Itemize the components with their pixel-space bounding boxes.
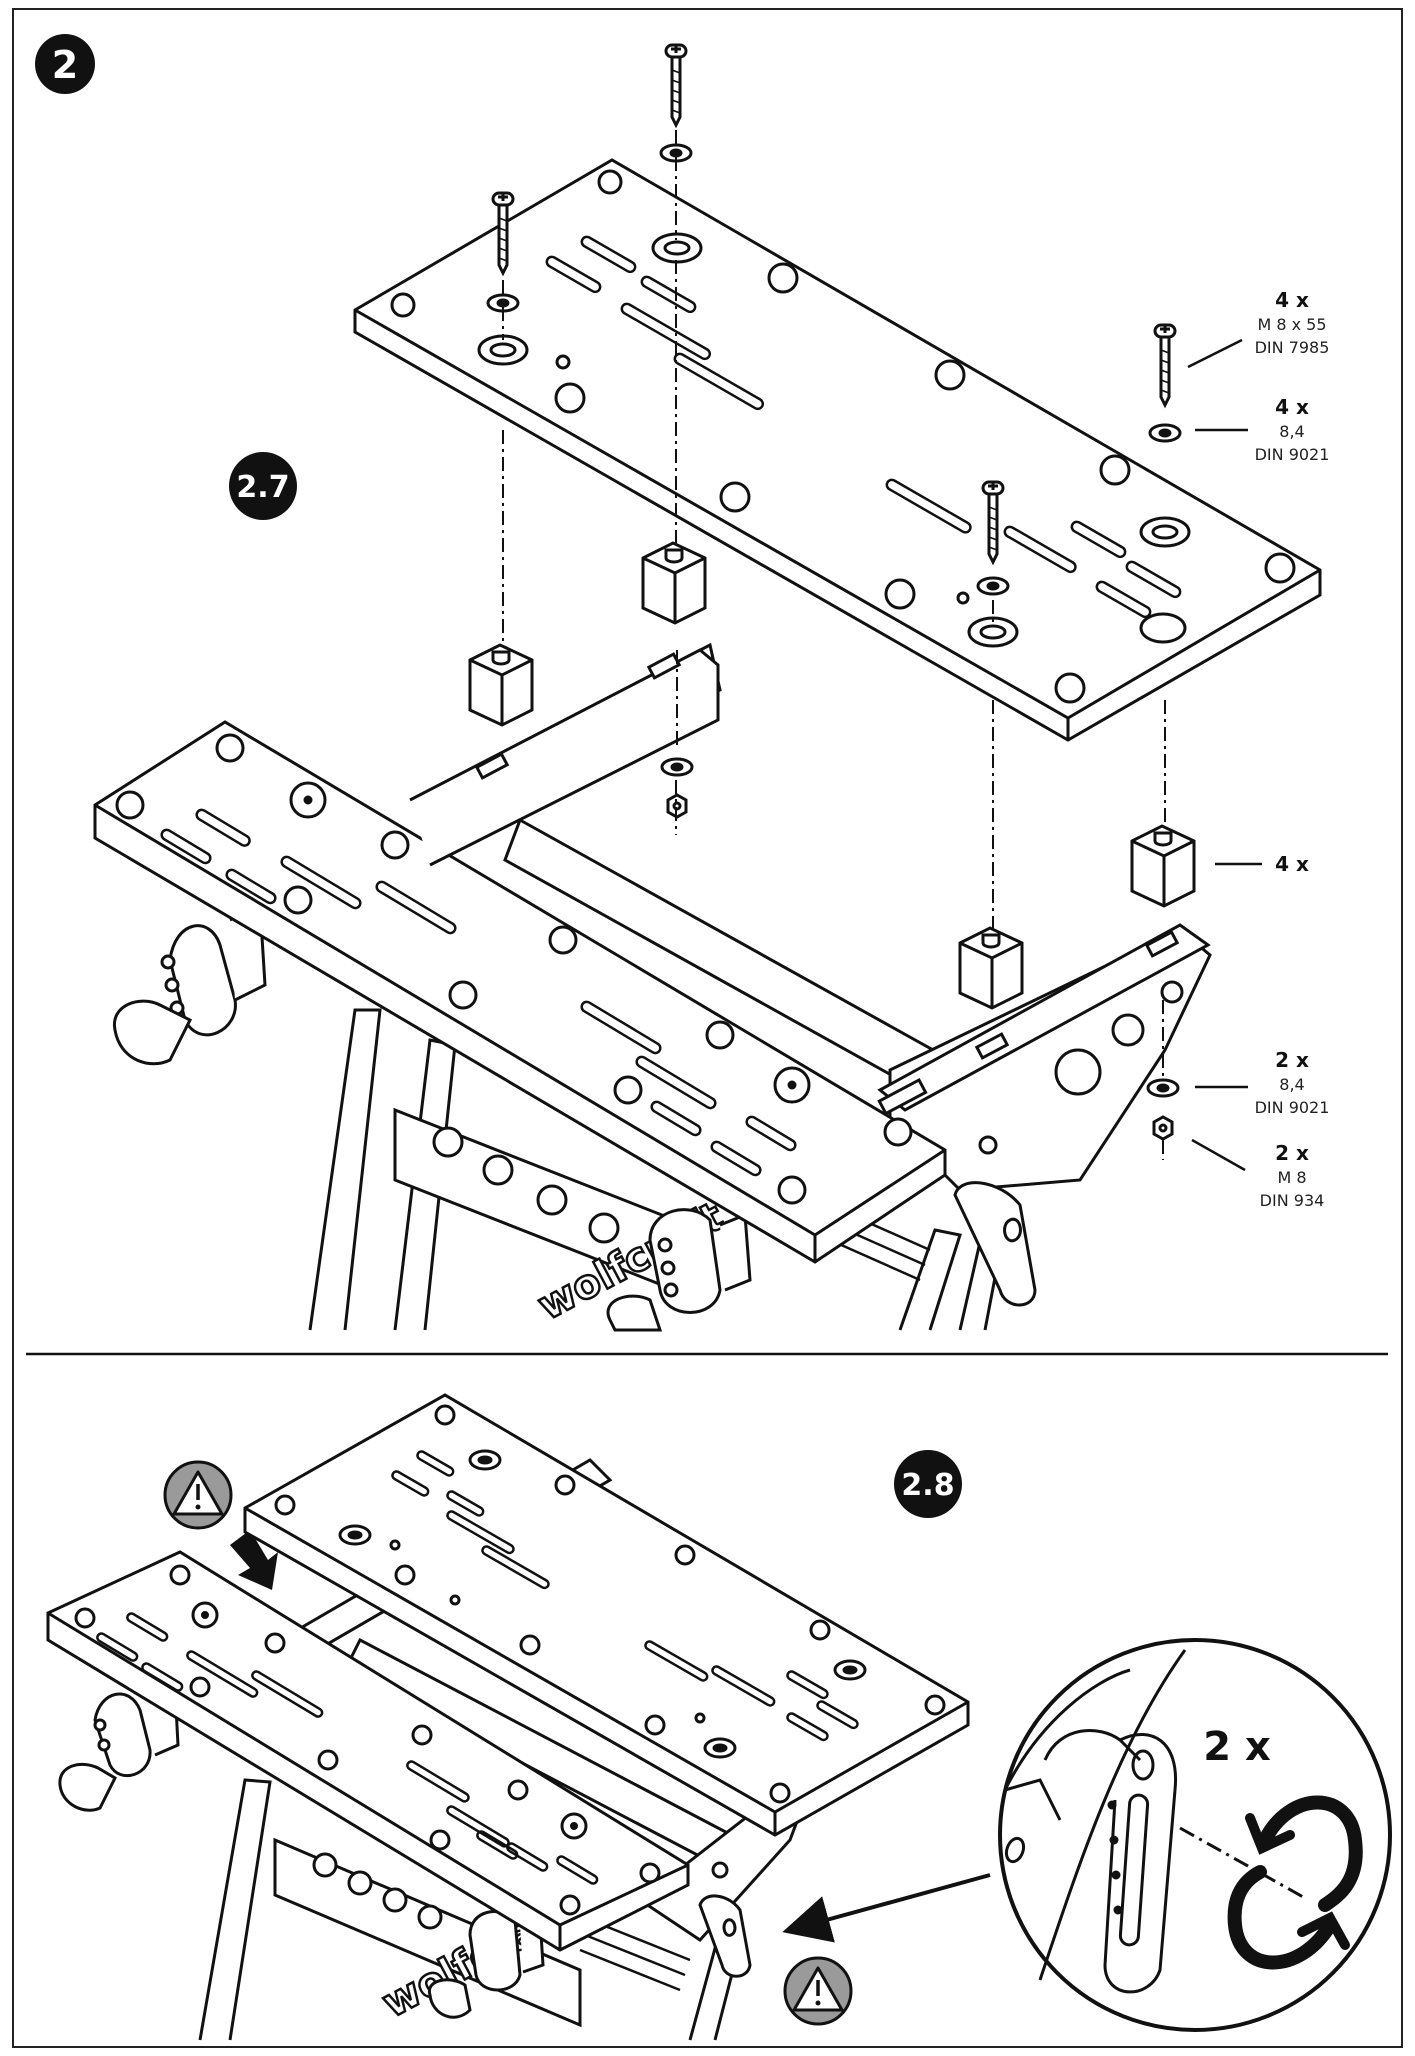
lever-clamp-right <box>698 1894 752 1978</box>
svg-text:2 x: 2 x <box>1275 1141 1309 1165</box>
push-arrow-icon <box>230 1530 278 1590</box>
part-callout-nut: 2 x M 8 DIN 934 <box>1260 1141 1325 1210</box>
svg-text:DIN 7985: DIN 7985 <box>1255 338 1330 357</box>
callout-leaders <box>1187 338 1262 1172</box>
part-callout-spacer: 4 x <box>1275 852 1309 876</box>
top-board <box>353 158 1322 742</box>
svg-text:4 x: 4 x <box>1275 852 1309 876</box>
lever-clamp-left <box>113 902 267 1066</box>
detail-count: 2 x <box>1203 1724 1271 1770</box>
substep-badge-2-7: 2.7 <box>229 452 297 520</box>
warning-triangle-icon <box>783 1956 853 2026</box>
nut <box>666 793 1174 1141</box>
substep-badge-2-8: 2.8 <box>894 1450 962 1518</box>
warning-triangle-icon <box>163 1460 233 1530</box>
lever-clamp-center <box>606 1208 752 1332</box>
part-callout-screw: 4 x M 8 x 55 DIN 7985 <box>1255 288 1330 357</box>
part-callout-washer-top: 4 x 8,4 DIN 9021 <box>1255 395 1330 464</box>
page-frame <box>12 8 1403 2048</box>
lever-clamp-left <box>58 1685 180 1812</box>
svg-text:DIN 9021: DIN 9021 <box>1255 445 1330 464</box>
front-board <box>93 720 947 1264</box>
detail-magnifier <box>998 1638 1392 2032</box>
svg-text:M 8 x 55: M 8 x 55 <box>1257 315 1326 334</box>
screw <box>491 43 1177 566</box>
step-badge: 2 <box>35 34 95 94</box>
lever-clamp-right <box>933 1162 1037 1307</box>
svg-text:4 x: 4 x <box>1275 288 1309 312</box>
detail-pointer-arrow <box>782 1873 991 1943</box>
svg-text:2 x: 2 x <box>1275 1048 1309 1072</box>
rear-beam <box>409 648 1211 1116</box>
washer <box>486 143 1182 1098</box>
svg-text:2: 2 <box>52 43 78 87</box>
svg-text:2.8: 2.8 <box>901 1468 954 1503</box>
front-board-assembled <box>46 1550 690 1952</box>
spacer-block <box>468 541 1196 1010</box>
top-board-assembled <box>243 1393 970 1837</box>
rotate-arrows-icon <box>1227 1795 1363 1970</box>
svg-text:DIN 934: DIN 934 <box>1260 1191 1325 1210</box>
part-callout-washer-bottom: 2 x 8,4 DIN 9021 <box>1255 1048 1330 1117</box>
svg-text:DIN 9021: DIN 9021 <box>1255 1098 1330 1117</box>
svg-text:8,4: 8,4 <box>1279 1075 1304 1094</box>
svg-text:M 8: M 8 <box>1277 1168 1306 1187</box>
svg-text:2.7: 2.7 <box>236 470 289 505</box>
assembly-axis-lines <box>502 130 1166 1160</box>
svg-text:4 x: 4 x <box>1275 395 1309 419</box>
svg-text:8,4: 8,4 <box>1279 422 1304 441</box>
